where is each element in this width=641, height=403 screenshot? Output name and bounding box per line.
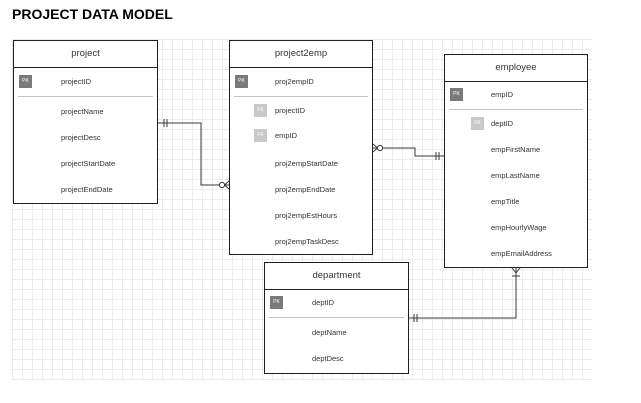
primary-key-badge: PK <box>270 296 283 309</box>
attribute: empLastName <box>491 171 540 180</box>
attribute: projectDesc <box>61 133 101 142</box>
entity-department[interactable]: department PK deptID deptName deptDesc <box>264 262 409 374</box>
primary-key-badge: PK <box>235 75 248 88</box>
key-separator <box>18 96 153 97</box>
crowsfoot-marker <box>515 267 521 274</box>
attribute: empHourlyWage <box>491 223 547 232</box>
attribute-fk: empID <box>275 131 298 140</box>
attribute-pk: proj2empID <box>275 77 314 86</box>
entity-title: employee <box>445 55 587 82</box>
primary-key-badge: PK <box>450 88 463 101</box>
key-separator <box>234 96 368 97</box>
entity-title: department <box>265 263 408 290</box>
key-separator <box>449 109 583 110</box>
connector-line <box>158 122 229 186</box>
zero-marker <box>218 181 226 189</box>
attribute: projectEndDate <box>61 185 113 194</box>
attribute: proj2empEndDate <box>275 185 336 194</box>
connector-line <box>409 268 517 319</box>
attribute: proj2empEstHours <box>275 211 338 220</box>
attribute: projectStartDate <box>61 159 116 168</box>
key-separator <box>269 317 404 318</box>
foreign-key-badge: FK <box>254 104 267 117</box>
attribute-pk: projectID <box>61 77 92 86</box>
attribute-fk: projectID <box>275 106 306 115</box>
relationship-department-employee <box>409 267 521 322</box>
attribute-fk: deptID <box>491 119 514 128</box>
foreign-key-badge: FK <box>254 129 267 142</box>
crowsfoot-marker <box>372 147 378 153</box>
page-title: PROJECT DATA MODEL <box>12 6 173 22</box>
crowsfoot-marker <box>372 143 378 149</box>
attribute: deptDesc <box>312 354 344 363</box>
entity-title: project2emp <box>230 41 372 68</box>
attribute: proj2empStartDate <box>275 159 338 168</box>
crowsfoot-marker <box>224 180 230 186</box>
relationship-project2emp-employee <box>372 143 444 160</box>
attribute: projectName <box>61 107 104 116</box>
zero-marker <box>376 144 384 152</box>
crowsfoot-marker <box>224 184 230 190</box>
primary-key-badge: PK <box>19 75 32 88</box>
entity-title: project <box>14 41 157 68</box>
connector-line <box>373 147 444 157</box>
attribute: empTitle <box>491 197 520 206</box>
foreign-key-badge: FK <box>471 117 484 130</box>
attribute: empEmailAddress <box>491 249 552 258</box>
attribute: empFirstName <box>491 145 541 154</box>
attribute: proj2empTaskDesc <box>275 237 339 246</box>
entity-employee[interactable]: employee PK empID FK deptID empFirstName… <box>444 54 588 268</box>
entity-project[interactable]: project PK projectID projectName project… <box>13 40 158 204</box>
relationship-project-project2emp <box>158 119 230 190</box>
attribute-pk: empID <box>491 90 514 99</box>
attribute: deptName <box>312 328 347 337</box>
attribute-pk: deptID <box>312 298 335 307</box>
crowsfoot-marker <box>511 267 517 274</box>
entity-project2emp[interactable]: project2emp PK proj2empID FK projectID F… <box>229 40 373 255</box>
